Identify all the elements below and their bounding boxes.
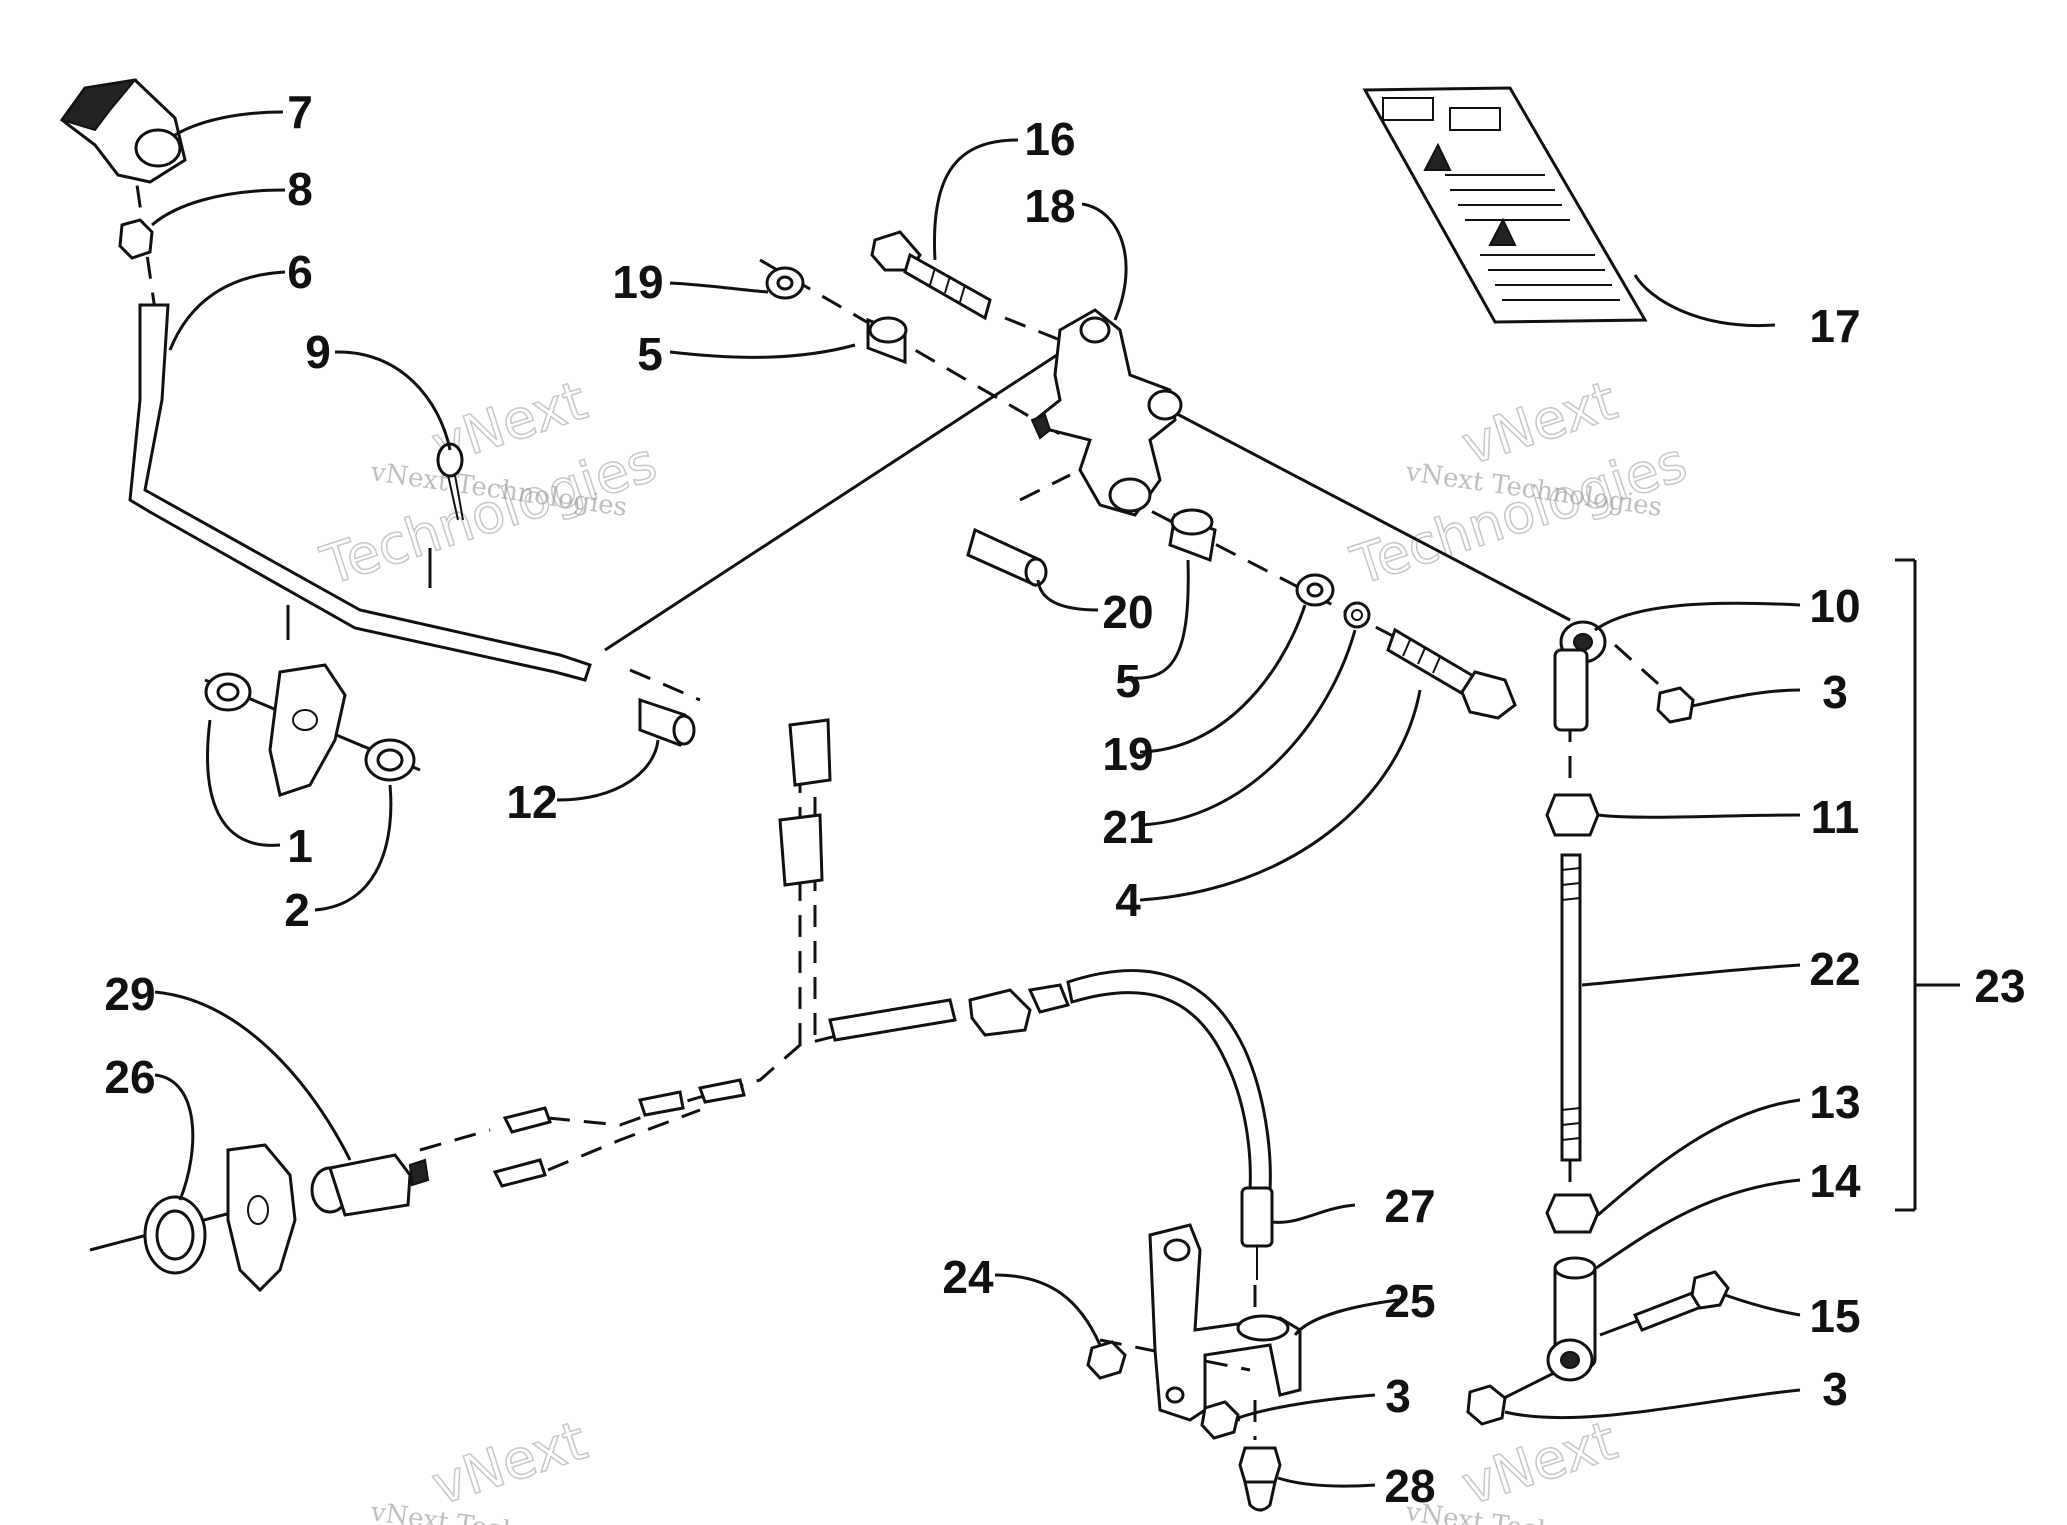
callout-26: 26 (104, 1051, 155, 1103)
cable-bracket (1148, 1223, 1302, 1422)
jam-nut (118, 218, 154, 260)
washer-upper (765, 266, 805, 300)
lock-washer (1343, 601, 1371, 629)
clevis-pin (638, 697, 696, 747)
callout-22: 22 (1809, 943, 1860, 995)
callout-29: 29 (104, 968, 155, 1020)
cable-connector (968, 983, 1071, 1037)
hex-nut-bracket-left (1086, 1340, 1127, 1380)
watermark-brand: vNext (425, 1409, 595, 1518)
callout-7: 7 (287, 86, 313, 138)
control-cable (1066, 969, 1272, 1192)
jam-nut-upper (1545, 793, 1600, 837)
switch-body (310, 1153, 430, 1217)
callout-3-rodend: 3 (1822, 666, 1848, 718)
callout-15: 15 (1809, 1290, 1860, 1342)
bushing-upper (866, 316, 908, 365)
callout-10: 10 (1809, 580, 1860, 632)
callout-3-bracket: 3 (1385, 1370, 1411, 1422)
callout-4: 4 (1115, 874, 1141, 926)
bolt-lower (1386, 627, 1517, 720)
part-labels: 7 8 6 9 1 2 12 16 18 19 5 20 5 19 21 4 1… (104, 86, 2025, 1512)
hex-nut-bracket-right (1200, 1400, 1240, 1440)
callout-14: 14 (1809, 1155, 1861, 1207)
watermark-group-3: vNext vNext Technologies (368, 1408, 629, 1525)
cable-ferrule (1240, 1186, 1274, 1280)
callout-21: 21 (1102, 801, 1153, 853)
pivot-washer-2 (364, 738, 416, 782)
callout-18: 18 (1024, 180, 1075, 232)
pivot-bolt (870, 230, 992, 321)
watermark-full: vNext Technologies (1403, 1497, 1664, 1525)
warning-decal (1362, 86, 1648, 324)
jam-nut-lower (1545, 1193, 1600, 1234)
shift-lever (128, 303, 592, 682)
callout-23: 23 (1974, 960, 2025, 1012)
callout-16: 16 (1024, 113, 1075, 165)
threaded-rod (1560, 853, 1582, 1162)
callout-20: 20 (1102, 586, 1153, 638)
callout-2: 2 (284, 884, 310, 936)
callout-9: 9 (305, 326, 331, 378)
callout-5-upper: 5 (637, 328, 663, 380)
hex-nut-lower (1466, 1384, 1507, 1426)
bushing-lower (1168, 508, 1217, 563)
callout-1: 1 (287, 820, 313, 872)
capscrew-lower (1632, 1270, 1730, 1332)
callout-3-lower: 3 (1822, 1363, 1848, 1415)
callout-24: 24 (942, 1251, 994, 1303)
watermark-group-4: vNext vNext Technologies (1403, 1408, 1664, 1525)
callout-12: 12 (506, 776, 557, 828)
watermark-full: vNext Technologies (368, 1497, 629, 1525)
rod-end-upper (1553, 620, 1607, 732)
callout-17: 17 (1809, 300, 1860, 352)
callout-19-upper: 19 (612, 256, 663, 308)
callout-8: 8 (287, 163, 313, 215)
rod-end-lower (1546, 1256, 1597, 1382)
pivot-washer-1 (204, 672, 252, 712)
bellcrank (1030, 308, 1183, 517)
callout-28: 28 (1384, 1460, 1435, 1512)
callout-6: 6 (287, 246, 313, 298)
wire-harness (492, 718, 957, 1188)
callout-19-lower: 19 (1102, 728, 1153, 780)
watermark-group-2: vNext vNext Technologies Technologies (1343, 368, 1695, 598)
bezel-ring (143, 1195, 207, 1275)
callout-11: 11 (1811, 791, 1860, 843)
dowel-pin (966, 527, 1048, 588)
shift-knob (59, 78, 187, 184)
callout-13: 13 (1809, 1076, 1860, 1128)
callout-5-lower: 5 (1115, 655, 1141, 707)
cap-nut (1238, 1446, 1282, 1512)
watermark-brand: vNext (1455, 1409, 1625, 1518)
hex-nut-rodend (1656, 686, 1695, 724)
leader-lines (151, 110, 1801, 1488)
callout-25: 25 (1384, 1275, 1435, 1327)
pivot-plate (268, 663, 347, 797)
callout-27: 27 (1384, 1180, 1435, 1232)
watermark-group-1: vNext vNext Technologies Technologies (313, 368, 665, 598)
washer-lower (1295, 573, 1335, 607)
switch-mount-plate (226, 1143, 297, 1293)
assembly-bracket (1895, 558, 1960, 1212)
